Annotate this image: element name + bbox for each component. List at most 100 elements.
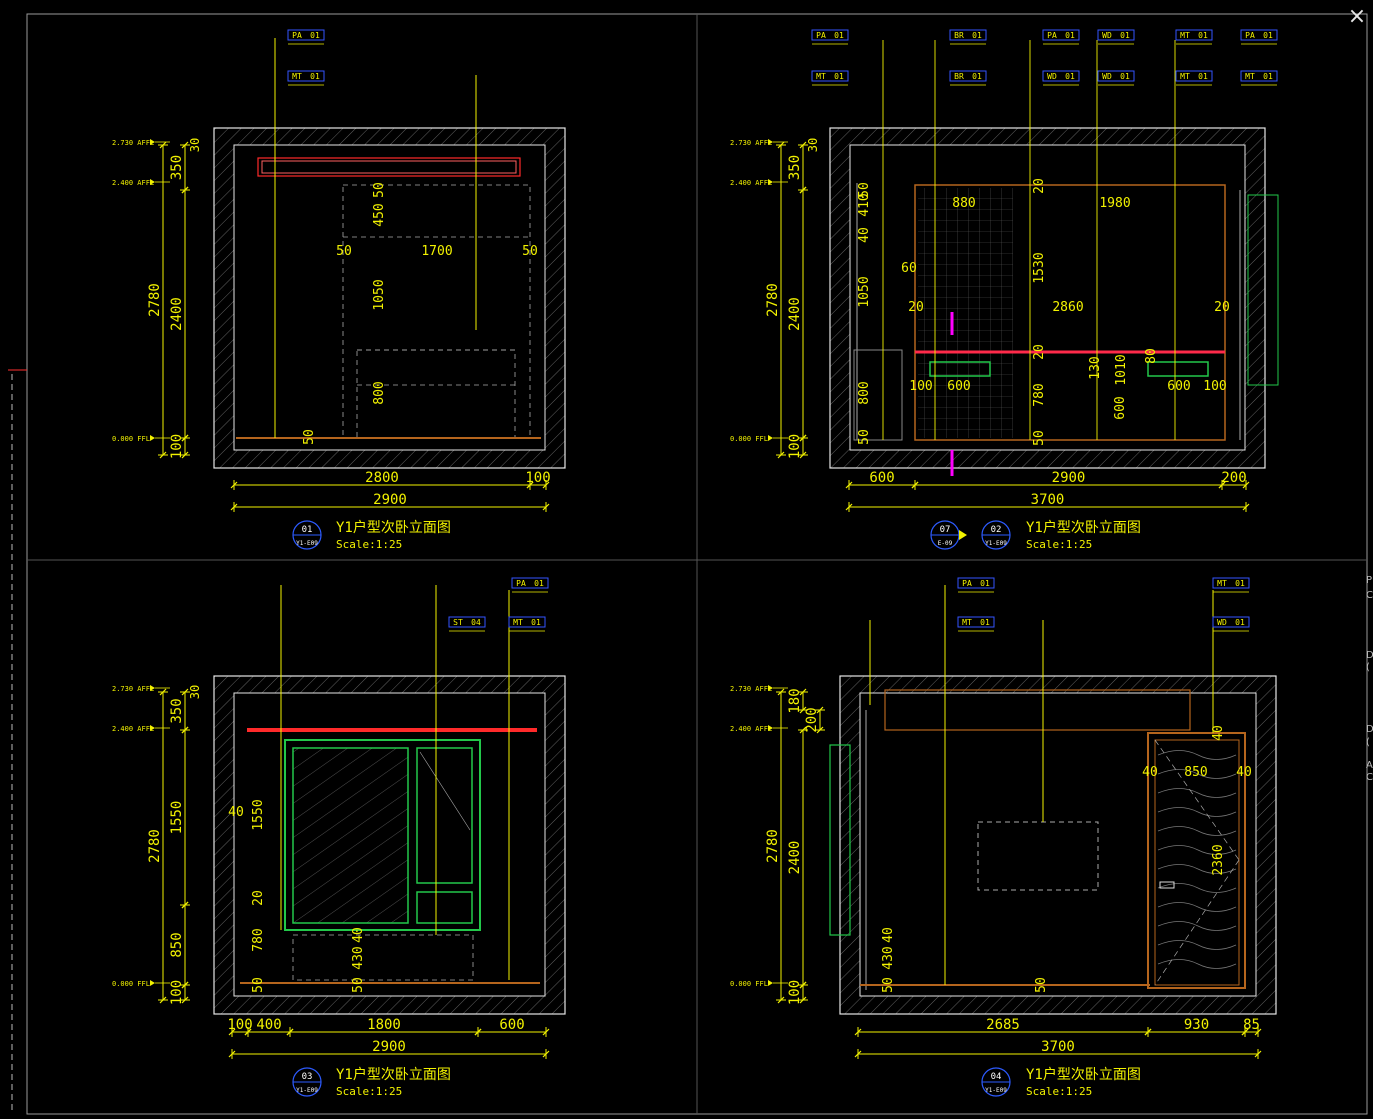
dimension-label: 20 [1214, 300, 1230, 315]
drawing-line [1254, 1050, 1262, 1058]
material-number: 01 [834, 31, 844, 40]
dimension-label: 100 [169, 980, 185, 1005]
drawing-line [845, 503, 853, 511]
drawing-line [799, 996, 807, 1004]
dimension-label: 40 [1211, 725, 1226, 741]
dimension-label: 800 [857, 381, 872, 404]
drawing-line [181, 726, 189, 734]
material-code: PA [816, 31, 826, 40]
drawing-scale: Scale:1:25 [1026, 538, 1092, 551]
dimension-label: 1530 [1032, 252, 1047, 283]
dimension-label: 40 [1142, 765, 1158, 780]
dimension-label: 50 [1032, 430, 1047, 446]
edge-text-6: ( [1366, 737, 1370, 748]
bedside-drawer-right [1147, 361, 1209, 377]
material-number: 01 [534, 579, 544, 588]
drawing-line [244, 1028, 252, 1036]
edge-text-8: C [1366, 772, 1373, 783]
material-code: MT [816, 72, 826, 81]
dimension-label: 50 [302, 429, 317, 445]
level-label: 2.400 AFFL [730, 179, 772, 187]
material-tag-box [287, 70, 325, 82]
edge-text-5: D [1366, 724, 1373, 735]
dimension-label: 2685 [986, 1017, 1020, 1033]
material-tag-box [1042, 29, 1080, 41]
dimension-label: 600 [499, 1017, 524, 1033]
material-number: 01 [980, 579, 990, 588]
drawing-ref: Y1-E09 [985, 1087, 1007, 1094]
level-marker [150, 179, 155, 185]
material-number: 01 [1235, 618, 1245, 627]
material-tag-box [1175, 29, 1213, 41]
drawing-line [854, 1028, 862, 1036]
bedside-drawer-left [929, 361, 991, 377]
material-number: 04 [471, 618, 481, 627]
level-marker [150, 435, 155, 441]
material-tag-box [1175, 70, 1213, 82]
material-tag-box [1212, 616, 1250, 628]
material-code: BR [954, 31, 964, 40]
dimension-label: 600 [947, 379, 970, 394]
dimension-label: 410 [857, 193, 872, 216]
headboard-frame [914, 184, 1226, 441]
material-number: 01 [1235, 579, 1245, 588]
curtain-box [257, 157, 521, 177]
dimension-label: 100 [787, 434, 803, 459]
drawing-line [1154, 859, 1240, 986]
door [1147, 732, 1246, 989]
dimension-label: 80 [1144, 348, 1159, 364]
dimension-label: 30 [188, 138, 202, 152]
material-code: MT [292, 72, 302, 81]
dimension-label: 780 [1032, 383, 1047, 406]
dimension-label: 100 [787, 980, 803, 1005]
dimension-label: 50 [372, 182, 387, 198]
side-cabinet [853, 349, 903, 441]
material-tag-box [949, 70, 987, 82]
edge-text-7: A [1366, 760, 1373, 771]
drawing-line [159, 996, 167, 1004]
drawing-line [159, 451, 167, 459]
dimension-label: 40 [857, 227, 872, 243]
dimension-label: 50 [336, 244, 352, 259]
material-code: ST [453, 618, 463, 627]
level-marker [150, 685, 155, 691]
dimension-label: 130 [1088, 356, 1103, 379]
material-code: MT [513, 618, 523, 627]
material-tag-box [957, 577, 995, 589]
dimension-label: 200 [804, 707, 820, 732]
window-bench [292, 934, 474, 981]
drawing-line [799, 981, 807, 989]
level-label: 2.400 AFFL [730, 725, 772, 733]
drawing-line [542, 1050, 550, 1058]
dimension-label: 430 [881, 946, 896, 969]
level-label: 0.000 FFL [112, 435, 150, 443]
material-code: MT [1217, 579, 1227, 588]
material-number: 01 [980, 618, 990, 627]
dimension-label: 50 [857, 182, 872, 198]
dimension-label: 50 [522, 244, 538, 259]
drawing-line [911, 481, 919, 489]
drawing-line [1154, 739, 1240, 861]
material-code: PA [962, 579, 972, 588]
material-number: 01 [1263, 31, 1273, 40]
material-code: BR [954, 72, 964, 81]
dimension-label: 20 [908, 300, 924, 315]
material-tag-box [1097, 70, 1135, 82]
edge-text-3: D [1366, 650, 1373, 661]
drawing-line [181, 688, 189, 696]
close-button[interactable]: × [1347, 4, 1367, 29]
dimension-label: 930 [1184, 1017, 1209, 1033]
drawing-line [1242, 481, 1250, 489]
drawing-rect [1147, 732, 1246, 989]
level-label: 2.400 AFFL [112, 725, 154, 733]
drawing-line [542, 481, 550, 489]
dimension-label: 1010 [1114, 354, 1129, 385]
section-ref: E-09 [938, 540, 953, 547]
drawing-line [181, 141, 189, 149]
dimension-label: 100 [1203, 379, 1226, 394]
drawing-line [228, 1028, 236, 1036]
drawing-line [419, 751, 471, 831]
dimension-label: 2780 [147, 283, 163, 317]
